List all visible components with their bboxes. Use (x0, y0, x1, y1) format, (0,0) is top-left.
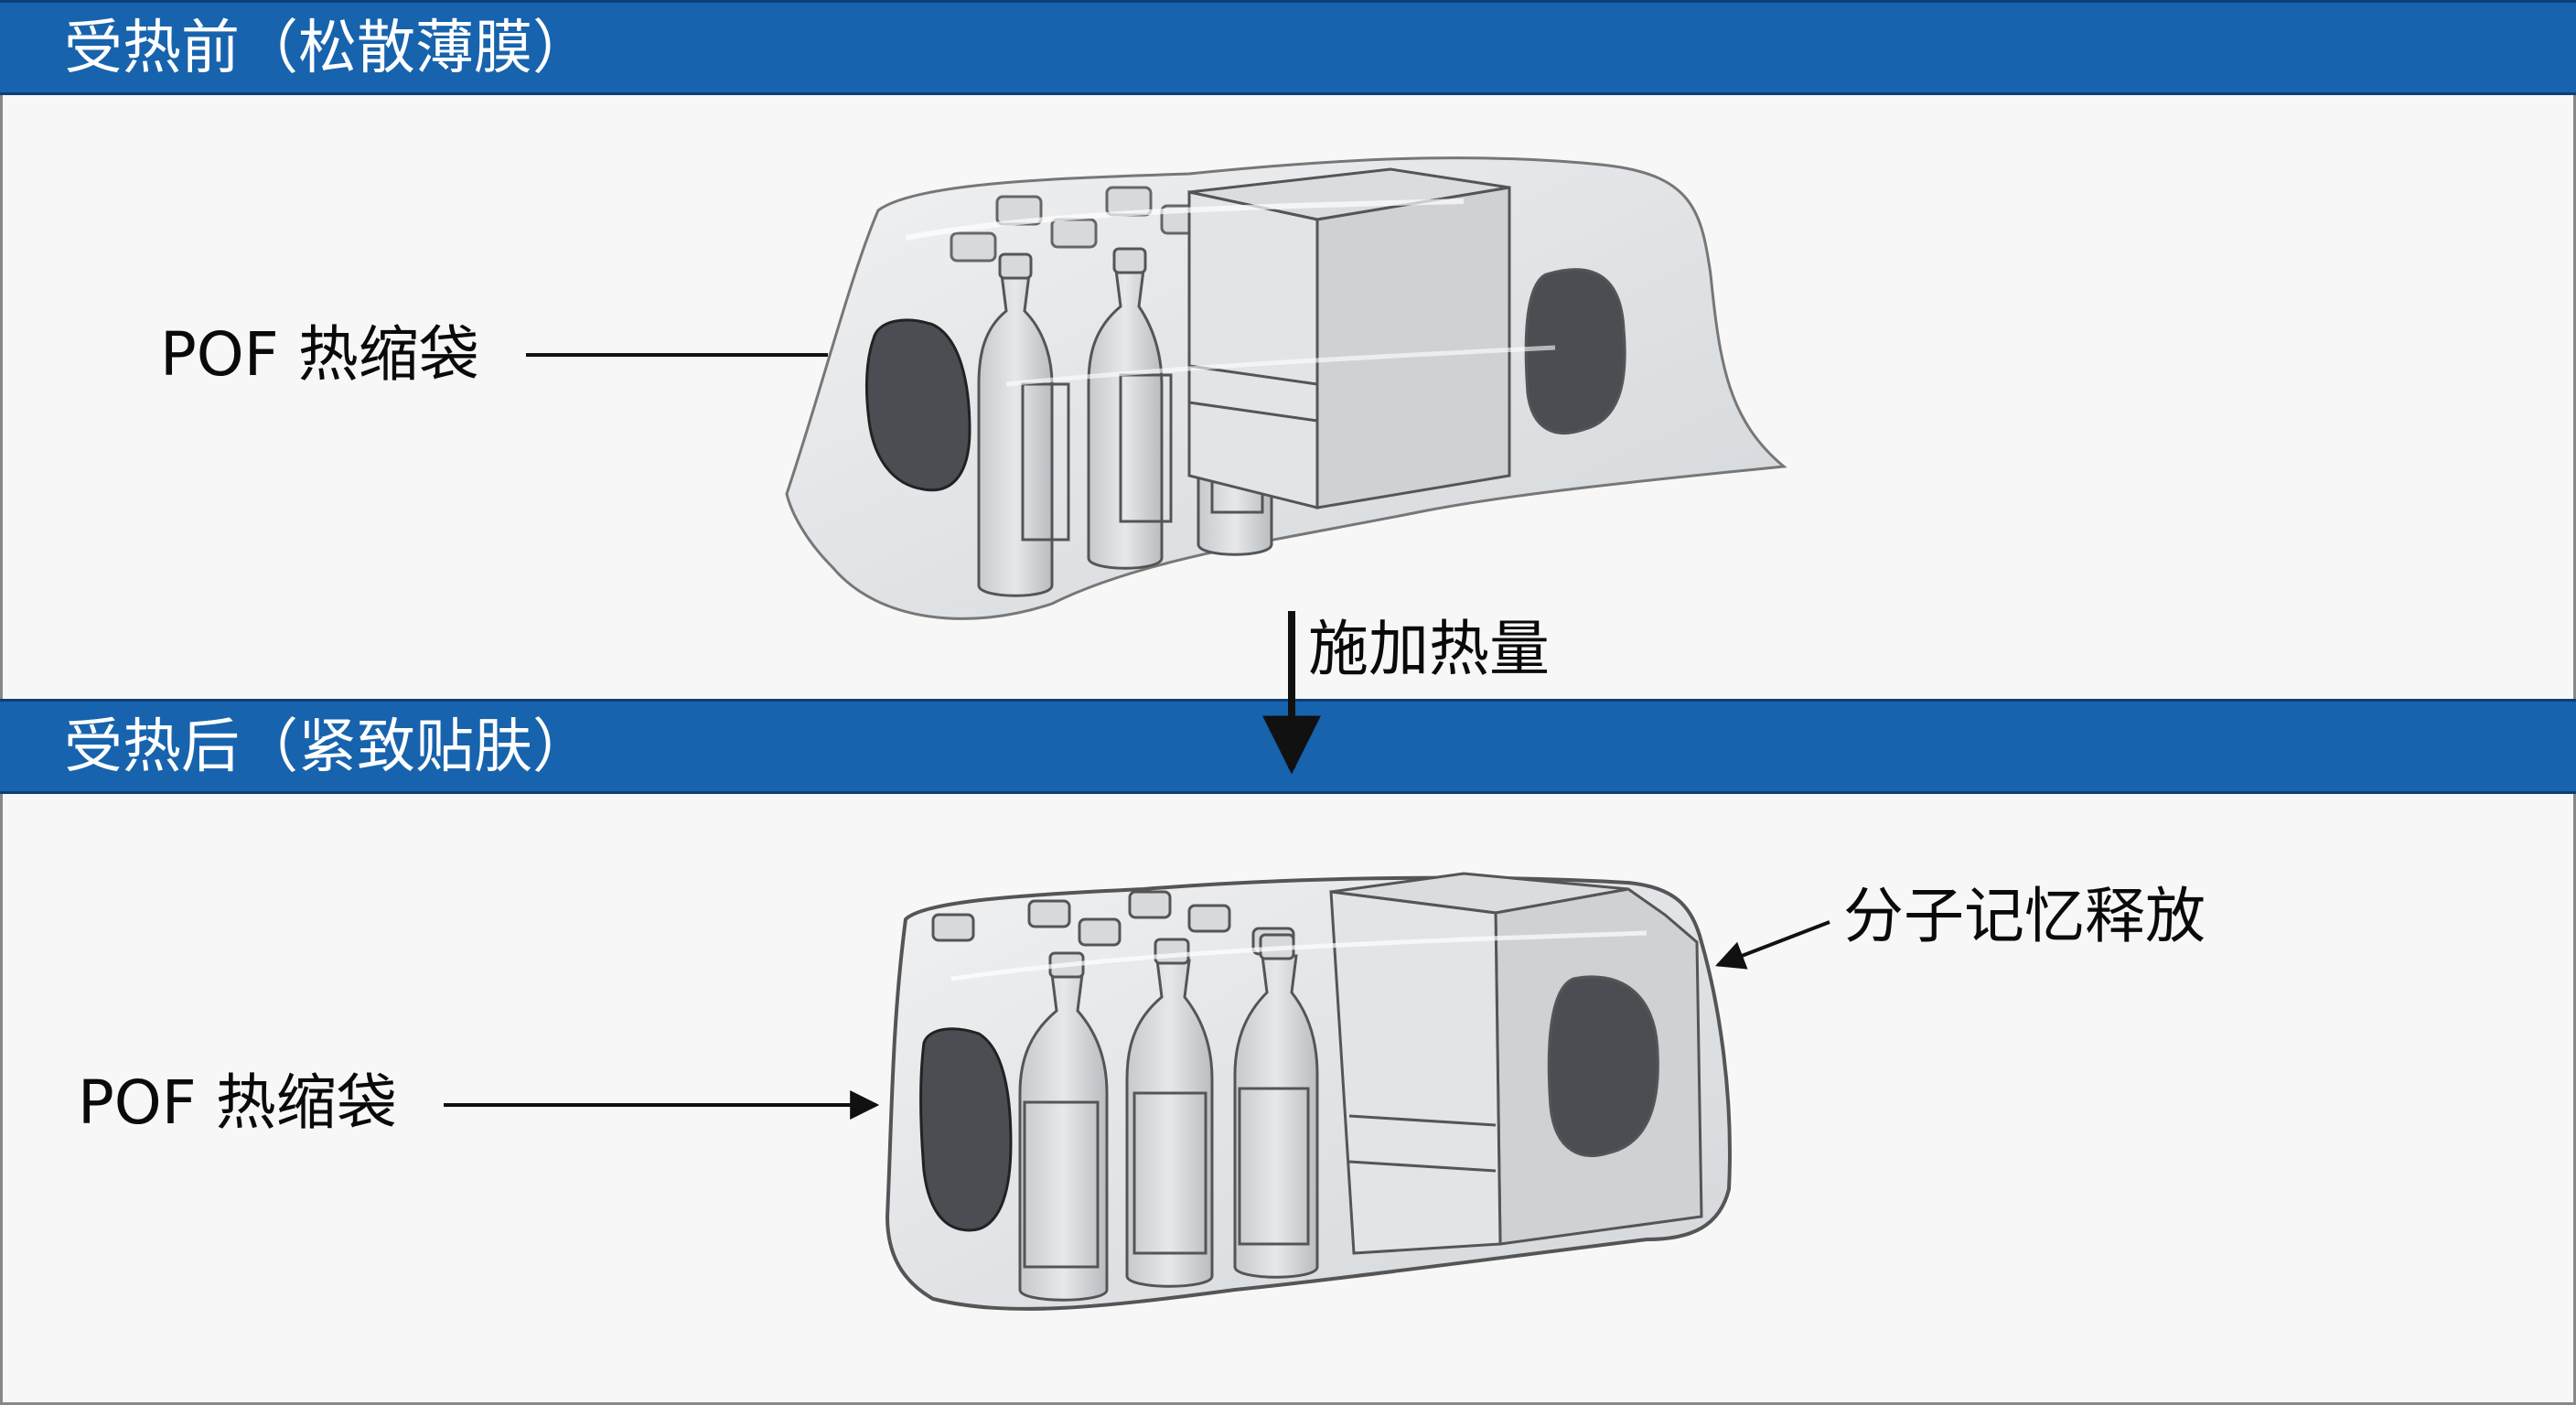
pof-bag-label-top: POF 热缩袋 (160, 319, 479, 390)
molecular-memory-arrow (1715, 920, 1830, 970)
carton-handle-left-top (865, 318, 971, 492)
shrunk-package-illustration (885, 872, 1732, 1311)
carton-handle-right-top (1524, 268, 1626, 435)
molecular-memory-label: 分子记忆释放 (1843, 881, 2206, 951)
after-section-title: 受热后（紧致贴肤） (64, 713, 591, 781)
carton-handle-left-bottom (919, 1027, 1013, 1232)
carton-box-bottom (1329, 872, 1703, 1255)
before-section-header: 受热前（松散薄膜） (0, 0, 2576, 95)
front-bottles-bottom (1018, 933, 1319, 1302)
loose-package-illustration (785, 156, 1787, 620)
before-section-title: 受热前（松散薄膜） (64, 15, 591, 82)
apply-heat-label: 施加热量 (1308, 614, 1550, 684)
pof-bag-label-bottom: POF 热缩袋 (78, 1067, 397, 1138)
carton-handle-right-bottom (1547, 975, 1659, 1157)
